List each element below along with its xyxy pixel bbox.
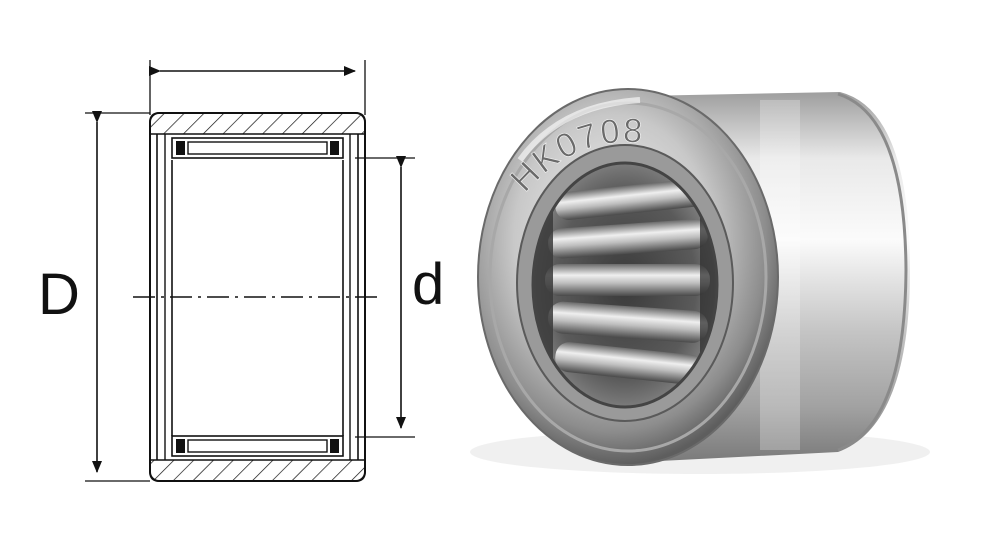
cross-section-diagram: D d	[38, 60, 444, 482]
inner-diameter-label: d	[412, 252, 444, 317]
shell-wall-top	[149, 112, 366, 135]
bearing-right-rim	[837, 92, 908, 452]
needle-1	[555, 179, 705, 220]
bearing-photo: HK0708	[470, 88, 930, 474]
outer-diameter-label: D	[38, 262, 80, 327]
needle-3	[545, 264, 710, 296]
shell-wall-bottom	[149, 459, 366, 482]
needle-4	[548, 301, 708, 343]
bearing-face-highlight	[517, 97, 641, 162]
needle-2	[548, 219, 708, 259]
needle-roller-top	[171, 137, 344, 159]
needle-5	[555, 342, 705, 385]
needle-roller-bottom	[171, 435, 344, 457]
bearing-bore-edge	[531, 161, 719, 409]
